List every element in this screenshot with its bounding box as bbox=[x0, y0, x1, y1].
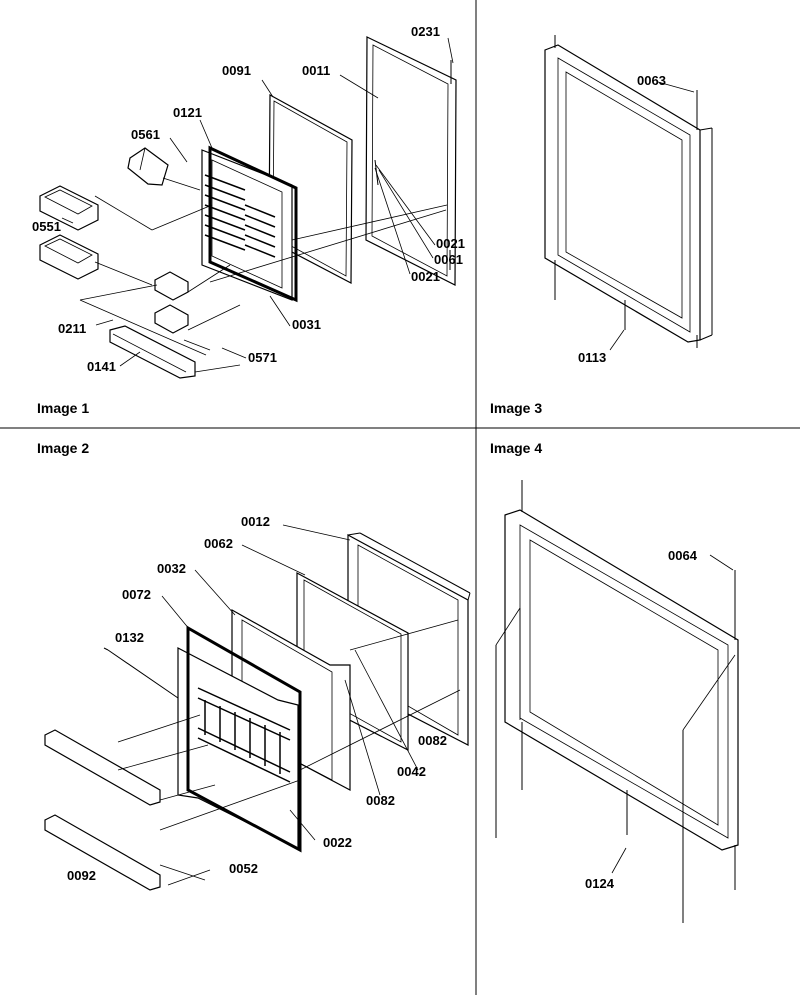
image-4-drawing bbox=[495, 480, 739, 923]
callout-0012: 0012 bbox=[241, 514, 270, 529]
callout-0052: 0052 bbox=[229, 861, 258, 876]
callout-0061: 0061 bbox=[434, 252, 463, 267]
image-3-drawing bbox=[544, 35, 713, 351]
callout-0021-b: 0021 bbox=[411, 269, 440, 284]
callout-0064: 0064 bbox=[668, 548, 698, 563]
image-3-caption: Image 3 bbox=[490, 400, 542, 416]
image-2-drawing bbox=[44, 524, 471, 891]
callout-0072: 0072 bbox=[122, 587, 151, 602]
callout-0042: 0042 bbox=[397, 764, 426, 779]
image-1-caption: Image 1 bbox=[37, 400, 89, 416]
callout-0561: 0561 bbox=[131, 127, 160, 142]
callout-0022: 0022 bbox=[323, 835, 352, 850]
callout-0092: 0092 bbox=[67, 868, 96, 883]
image-2-caption: Image 2 bbox=[37, 440, 89, 456]
image-1-drawing bbox=[39, 36, 457, 379]
callout-0571: 0571 bbox=[248, 350, 277, 365]
callout-0011: 0011 bbox=[302, 63, 330, 78]
callout-0062: 0062 bbox=[204, 536, 233, 551]
callout-0021-a: 0021 bbox=[436, 236, 465, 251]
callout-0063: 0063 bbox=[637, 73, 666, 88]
callout-0231: 0231 bbox=[411, 24, 440, 39]
callout-0141: 0141 bbox=[87, 359, 116, 374]
callout-0551: 0551 bbox=[32, 219, 61, 234]
callout-0124: 0124 bbox=[585, 876, 615, 891]
callout-0031: 0031 bbox=[292, 317, 321, 332]
callout-0113: 0113 bbox=[578, 350, 606, 365]
callout-0082-b: 0082 bbox=[366, 793, 395, 808]
callout-0082-a: 0082 bbox=[418, 733, 447, 748]
callout-0121: 0121 bbox=[173, 105, 202, 120]
image-4-caption: Image 4 bbox=[490, 440, 542, 456]
callout-0032: 0032 bbox=[157, 561, 186, 576]
callout-0132: 0132 bbox=[115, 630, 144, 645]
callout-0211: 0211 bbox=[58, 321, 86, 336]
callout-0091: 0091 bbox=[222, 63, 251, 78]
